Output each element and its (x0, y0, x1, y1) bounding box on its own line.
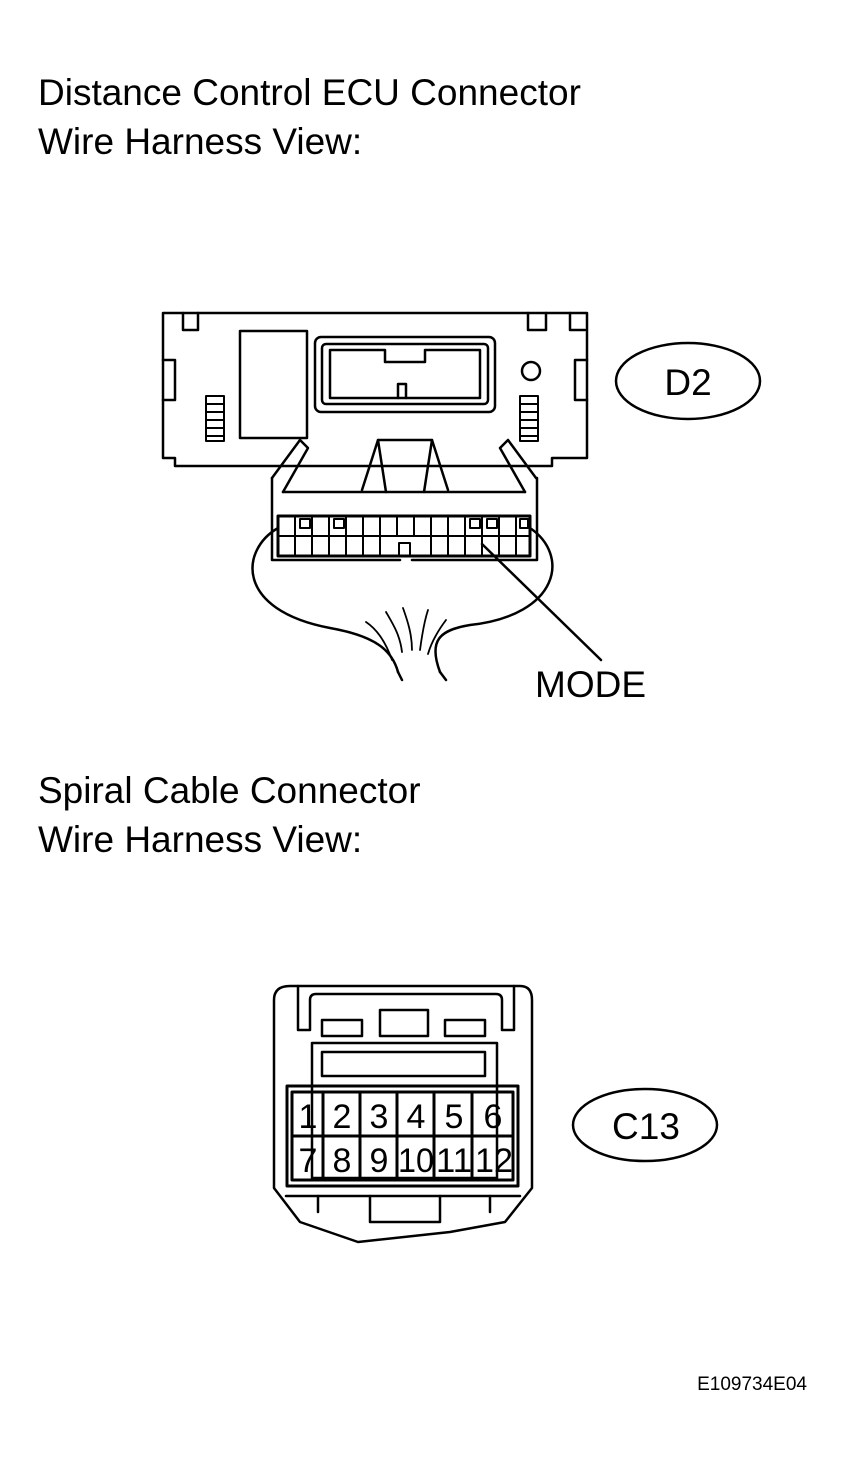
spiral-connector-code: C13 (612, 1106, 680, 1147)
pin-5: 5 (445, 1098, 464, 1136)
spiral-connector-heading: Spiral Cable Connector Wire Harness View… (38, 766, 421, 864)
spiral-connector-code-badge (571, 1087, 719, 1163)
ecu-connector-view: Wire Harness View: (38, 121, 363, 162)
ecu-connector-code-badge (614, 341, 762, 421)
pin-10: 10 (398, 1142, 434, 1180)
spiral-connector-title: Spiral Cable Connector (38, 770, 421, 811)
pin-6: 6 (484, 1098, 503, 1136)
ecu-housing (161, 311, 589, 468)
pin-9: 9 (370, 1142, 389, 1180)
pin-4: 4 (407, 1098, 426, 1136)
figure-id: E109734E04 (697, 1374, 807, 1395)
pin-2: 2 (333, 1098, 352, 1136)
ecu-harness-connector (251, 438, 603, 682)
pin-1: 1 (299, 1098, 318, 1136)
mode-terminal-label: MODE (535, 664, 646, 705)
pin-3: 3 (370, 1098, 389, 1136)
pin-numbers: 1 2 3 4 5 6 7 8 9 10 11 12 (299, 1098, 513, 1180)
spiral-cable-connector (272, 984, 534, 1244)
pin-12: 12 (475, 1142, 513, 1180)
pin-7: 7 (299, 1142, 318, 1180)
spiral-connector-view: Wire Harness View: (38, 819, 363, 860)
ecu-connector-title: Distance Control ECU Connector (38, 72, 581, 113)
ecu-connector-heading: Distance Control ECU Connector Wire Harn… (38, 68, 581, 166)
pin-11: 11 (436, 1142, 472, 1180)
ecu-connector-code: D2 (664, 362, 711, 403)
pin-8: 8 (333, 1142, 352, 1180)
